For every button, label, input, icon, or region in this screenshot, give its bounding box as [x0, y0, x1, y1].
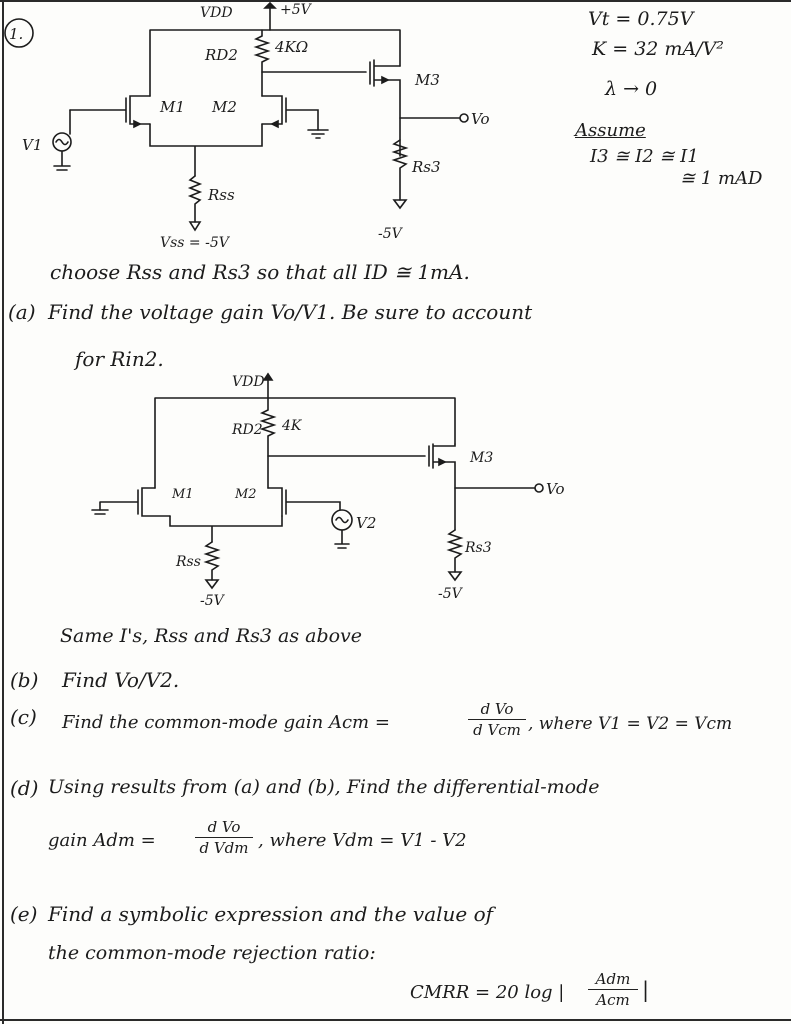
circuit-diagram-2: VDD RD2 4K M3 Vo Rs3 -5V M1 M2 V2 — [91, 372, 565, 609]
v1-ground — [53, 150, 71, 171]
part-b-text: Find Vo/V2. — [62, 668, 180, 692]
rs3-label: Rs3 — [411, 158, 441, 176]
rss-resistor — [187, 175, 203, 223]
page-top-rule — [0, 0, 791, 2]
vo-label: Vo — [471, 110, 490, 128]
k-param: K = 32 mA/V² — [592, 38, 724, 60]
m1-label-2: M1 — [171, 487, 194, 502]
cmrr-fraction: Adm Acm — [588, 970, 638, 1009]
current-value: ≅ 1 mAD — [680, 168, 763, 189]
same-currents-text: Same I's, Rss and Rs3 as above — [60, 625, 363, 647]
rs3-label-2: Rs3 — [464, 540, 492, 556]
part-a-text: Find the voltage gain Vo/V1. Be sure to … — [48, 300, 533, 324]
circuit-diagram-1: 1. VDD +5V RD2 4KΩ M1 M2 V1 Rss Vss = -5… — [4, 1, 490, 250]
rs3-resistor — [391, 139, 409, 201]
part-a-continued: for Rin2. — [75, 347, 164, 371]
vo-label-2: Vo — [546, 480, 565, 498]
v1-label: V1 — [22, 136, 42, 154]
rd2-label: RD2 — [204, 46, 238, 64]
problem-number: 1. — [9, 25, 23, 43]
vdd-label-2: VDD — [232, 374, 265, 390]
part-d-text: Using results from (a) and (b), Find the… — [48, 776, 600, 798]
rd2-resistor — [253, 29, 271, 97]
v2-ground — [334, 529, 350, 549]
m1-ground-2 — [91, 509, 109, 515]
currents-assumption: I3 ≅ I2 ≅ I1 — [590, 146, 699, 167]
part-d-gain: gain Adm = — [48, 830, 156, 851]
rd2-value-2: 4K — [281, 418, 303, 434]
minus5-right: -5V — [438, 586, 464, 602]
part-c-text: Find the common-mode gain Acm = — [62, 712, 390, 733]
lambda-param: λ → 0 — [605, 78, 658, 100]
m1-transistor-2 — [99, 487, 171, 517]
assume-label: Assume — [575, 120, 646, 141]
vdd-rail-2 — [154, 397, 456, 489]
vss-label: Vss = -5V — [160, 235, 231, 250]
cmrr-formula: CMRR = 20 log | — [410, 982, 565, 1003]
v2-label: V2 — [356, 514, 376, 532]
part-d-label: (d) — [10, 776, 39, 800]
m2-ground — [307, 129, 329, 139]
part-d-rest: , where Vdm = V1 - V2 — [258, 830, 467, 851]
rss-resistor-2 — [203, 541, 221, 581]
cmrr-denominator: Acm — [596, 991, 630, 1009]
part-e-label: (e) — [10, 902, 38, 926]
vt-param: Vt = 0.75V — [588, 8, 694, 30]
part-a-label: (a) — [8, 300, 36, 324]
part-e-text: Find a symbolic expression and the value… — [48, 902, 494, 926]
minus5-label: -5V — [378, 226, 404, 242]
rs3-resistor-2 — [446, 529, 464, 573]
rss-label-2: Rss — [175, 554, 201, 570]
vdd-rail — [149, 29, 401, 97]
m3-transistor — [369, 59, 401, 157]
m2-label: M2 — [211, 98, 237, 116]
part-c-numerator: d Vo — [480, 700, 514, 718]
m2-transistor — [261, 95, 319, 131]
minus5-left: -5V — [200, 593, 226, 609]
m1-transistor — [69, 95, 151, 125]
part-e-continued: the common-mode rejection ratio: — [48, 942, 376, 964]
m3-transistor-2 — [428, 443, 456, 531]
m1-label: M1 — [159, 98, 185, 116]
m3-label: M3 — [414, 71, 440, 89]
part-c-fraction: d Vo d Vcm — [468, 700, 526, 739]
page-left-rule — [2, 0, 4, 1024]
rd2-value: 4KΩ — [274, 38, 308, 56]
cmrr-close-bar: | — [642, 978, 650, 1002]
rss-label: Rss — [207, 186, 235, 204]
source-bus-2 — [169, 515, 283, 543]
m2-label-2: M2 — [234, 487, 257, 502]
page-bottom-rule — [0, 1019, 791, 1021]
part-c-label: (c) — [10, 705, 37, 729]
part-c-denominator: d Vcm — [473, 721, 521, 739]
m3-label-2: M3 — [469, 450, 493, 466]
m2-transistor-2 — [267, 487, 341, 517]
cmrr-numerator: Adm — [595, 970, 631, 988]
part-c-rest: , where V1 = V2 = Vcm — [528, 714, 733, 734]
part-d-numerator: d Vo — [207, 818, 241, 836]
source-bus — [149, 123, 263, 177]
part-d-denominator: d Vdm — [199, 839, 249, 857]
vdd-value: +5V — [280, 2, 313, 18]
problem-number-circle — [4, 18, 34, 48]
choose-instruction: choose Rss and Rs3 so that all ID ≅ 1mA. — [50, 260, 470, 284]
part-b-label: (b) — [10, 668, 39, 692]
rd2-resistor-2 — [259, 397, 277, 489]
rd2-label-2: RD2 — [231, 422, 263, 438]
part-d-fraction: d Vo d Vdm — [195, 818, 253, 857]
vdd-label: VDD — [200, 5, 233, 21]
